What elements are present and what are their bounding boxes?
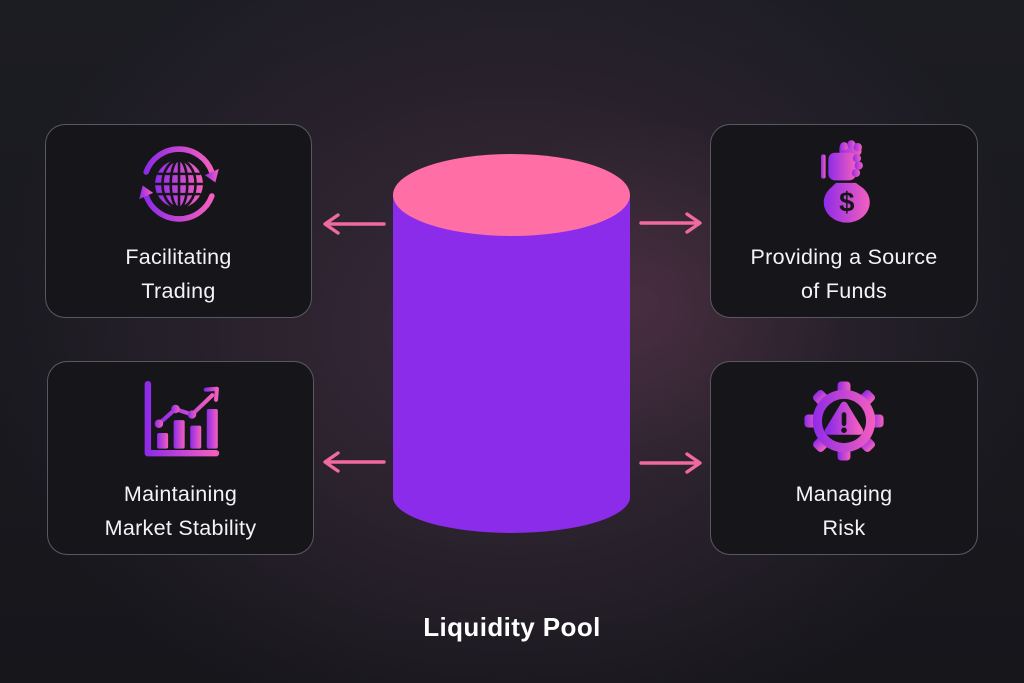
card-label-line: Facilitating [125, 245, 232, 269]
card-label-line: Market Stability [104, 516, 257, 540]
card-label-line: Maintaining [123, 482, 238, 506]
card-label-line: Trading [141, 279, 216, 303]
liquidity-pool-cylinder [393, 154, 630, 533]
card-label-line: of Funds [800, 279, 888, 303]
card-label: Providing a Source of Funds [750, 240, 937, 308]
card-label: Managing Risk [796, 477, 893, 545]
card-label-line: Managing [795, 482, 893, 506]
globe-sync-icon [133, 138, 225, 230]
bar-chart-growth-icon [135, 375, 227, 467]
card-label-line: Risk [822, 516, 866, 540]
diagram-title: Liquidity Pool [423, 612, 601, 642]
arrow-to-facilitating-trading [323, 213, 386, 235]
arrow-to-maintaining-market-stability [323, 451, 386, 473]
card-label: Maintaining Market Stability [105, 477, 257, 545]
card-maintaining-market-stability: Maintaining Market Stability [47, 361, 314, 555]
card-label: Facilitating Trading [125, 240, 231, 308]
svg-text:$: $ [839, 187, 854, 218]
arrow-to-providing-source-of-funds [639, 212, 702, 234]
card-providing-source-of-funds: $ Providing a Source of Funds [710, 124, 978, 318]
card-label-line: Providing a Source [750, 245, 938, 269]
arrow-to-managing-risk [639, 452, 702, 474]
money-bag-icon: $ [798, 138, 890, 230]
card-managing-risk: Managing Risk [710, 361, 978, 555]
card-facilitating-trading: Facilitating Trading [45, 124, 312, 318]
gear-warning-icon [798, 375, 890, 467]
